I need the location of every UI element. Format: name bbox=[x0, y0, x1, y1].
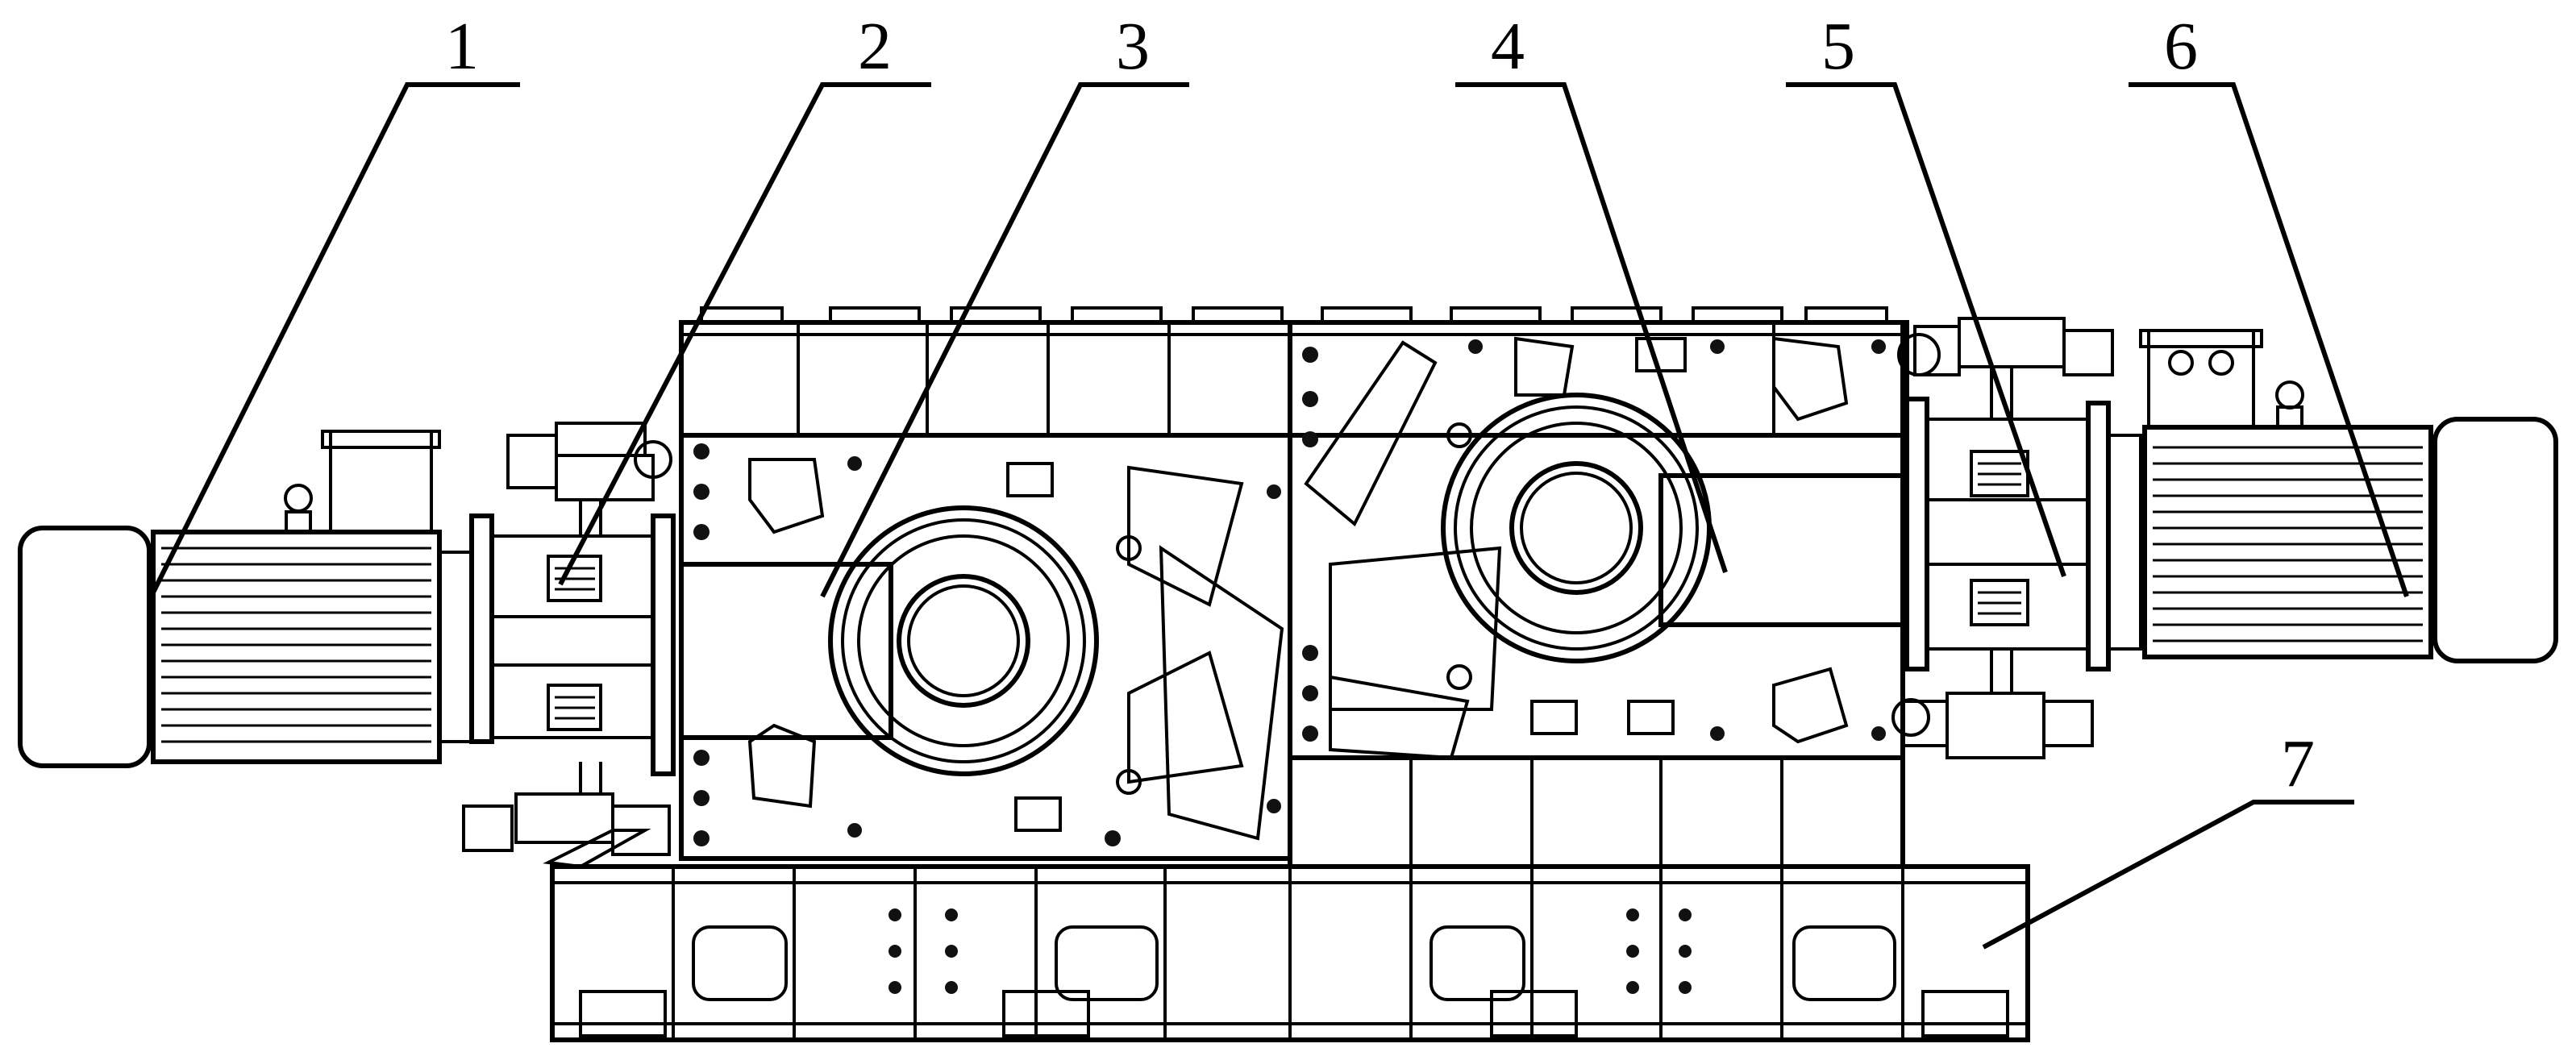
lower-housing bbox=[1288, 755, 1905, 869]
left-motor bbox=[18, 430, 473, 768]
left-coupling-gearbox bbox=[462, 422, 676, 869]
callout-label-5: 5 bbox=[1821, 9, 1855, 84]
right-motor bbox=[2107, 329, 2558, 663]
callout-leaders bbox=[147, 82, 2409, 950]
callout-label-7: 7 bbox=[2281, 726, 2315, 801]
callout-label-4: 4 bbox=[1491, 9, 1525, 84]
fixed-roller-chamber bbox=[679, 433, 1292, 861]
callout-label-6: 6 bbox=[2164, 9, 2198, 84]
right-coupling-gearbox bbox=[1891, 317, 2114, 759]
callout-label-3: 3 bbox=[1116, 9, 1150, 84]
upper-housing bbox=[679, 306, 1909, 438]
callout-label-1: 1 bbox=[445, 9, 479, 84]
callout-labels: 1 2 3 4 5 6 7 bbox=[445, 9, 2315, 801]
base-frame bbox=[550, 864, 2030, 1042]
callout-label-2: 2 bbox=[858, 9, 892, 84]
movable-roller-chamber bbox=[1288, 320, 1905, 760]
